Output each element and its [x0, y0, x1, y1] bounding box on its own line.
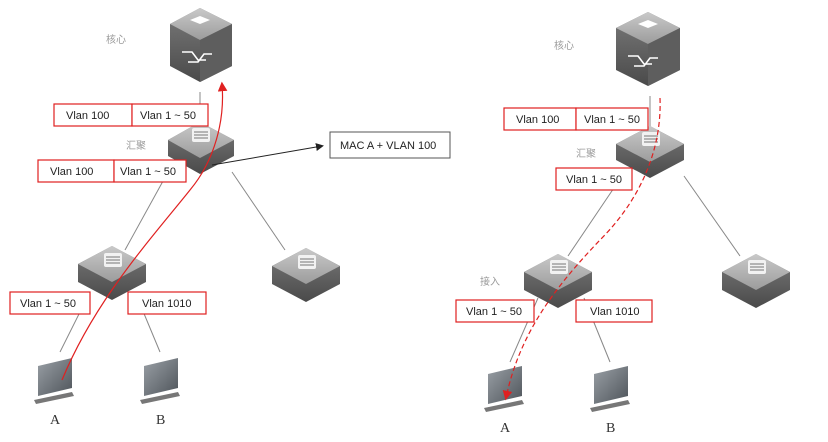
left-diagram: 核心 汇聚 A: [9, 8, 451, 428]
monitor-icon: [140, 358, 180, 404]
core-label: 核心: [106, 33, 126, 46]
traffic-path-arrow: [502, 97, 661, 401]
link-agg-access: [124, 171, 169, 251]
tag-access-vlan1010: Vlan 1010: [575, 299, 653, 323]
core-switch-icon: [616, 12, 680, 86]
core-label: 核心: [554, 39, 574, 52]
access-label: 接入: [480, 275, 500, 288]
tag-text: Vlan 100: [516, 114, 559, 126]
tag-agg-up-vlan1-50: Vlan 1 ~ 50: [131, 103, 209, 127]
tag-text: Vlan 1 ~ 50: [584, 114, 640, 126]
tag-text: Vlan 1010: [590, 306, 640, 318]
monitor-icon: [590, 366, 630, 412]
tag-text: Vlan 1 ~ 50: [566, 174, 622, 186]
monitor-icon: [484, 366, 524, 412]
traffic-path-arrow: [61, 81, 228, 381]
tag-text: Vlan 1 ~ 50: [20, 298, 76, 310]
core-switch-icon: [170, 8, 232, 82]
switch-icon: [722, 254, 790, 308]
link-agg-access2: [683, 175, 741, 257]
mac-learn-arrow: [211, 143, 324, 166]
pc-b-label: B: [156, 413, 165, 428]
agg-label: 汇聚: [576, 147, 596, 160]
tag-agg-down-vlan1-50: Vlan 1 ~ 50: [113, 159, 187, 183]
tag-access-vlan1-50: Vlan 1 ~ 50: [455, 299, 535, 323]
link-agg-access2: [231, 171, 286, 251]
tag-agg-up-vlan100: Vlan 100: [503, 107, 577, 131]
mac-table-box: MAC A + VLAN 100: [329, 131, 451, 159]
tag-text: Vlan 100: [66, 110, 109, 122]
tag-text: Vlan 1 ~ 50: [120, 166, 176, 178]
right-diagram: 核心 汇聚 接入: [455, 12, 790, 436]
pc-b-label: B: [606, 421, 615, 436]
tag-access-vlan1010: Vlan 1010: [127, 291, 207, 315]
tag-agg-up-vlan1-50: Vlan 1 ~ 50: [575, 107, 649, 131]
tag-agg-down-vlan1-50: Vlan 1 ~ 50: [555, 167, 633, 191]
tag-text: Vlan 1 ~ 50: [466, 306, 522, 318]
pc-a-label: A: [50, 413, 61, 428]
tag-text: Vlan 1010: [142, 298, 192, 310]
agg-label: 汇聚: [126, 139, 146, 152]
tag-access-vlan1-50: Vlan 1 ~ 50: [9, 291, 91, 315]
pc-a-label: A: [500, 421, 511, 436]
switch-icon: [616, 126, 684, 178]
mac-table-text: MAC A + VLAN 100: [340, 140, 436, 152]
monitor-icon: [34, 358, 74, 404]
tag-agg-up-vlan100: Vlan 100: [53, 103, 133, 127]
switch-icon: [272, 248, 340, 302]
tag-text: Vlan 1 ~ 50: [140, 110, 196, 122]
tag-text: Vlan 100: [50, 166, 93, 178]
tag-agg-down-vlan100: Vlan 100: [37, 159, 115, 183]
switch-icon: [78, 246, 146, 300]
